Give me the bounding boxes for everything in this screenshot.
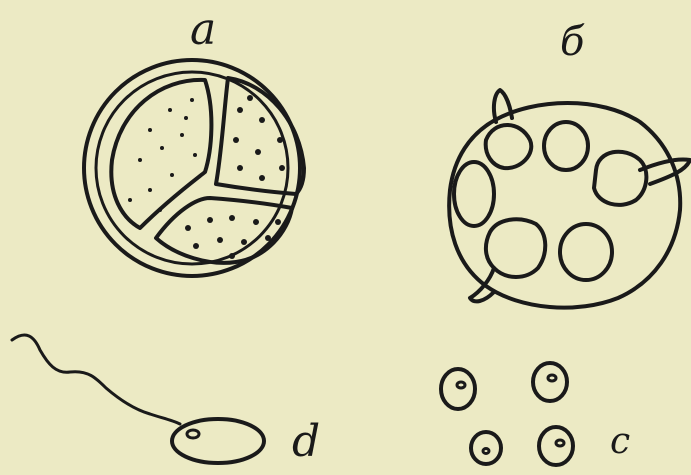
- figure-d-body: [172, 419, 264, 463]
- figure-a: [84, 60, 304, 276]
- figure-b-vacuole-6: [560, 224, 612, 280]
- figure-d: [12, 335, 264, 463]
- figure-c-spore-3-nucleus: [483, 449, 489, 454]
- label-c: c: [610, 424, 630, 460]
- figure-d-nucleus: [187, 430, 199, 438]
- figure-b-vacuole-3: [594, 152, 646, 205]
- label-b: б: [560, 22, 584, 62]
- figure-c-spore-4-nucleus: [556, 440, 564, 446]
- figure-a-outer-wall: [84, 60, 300, 276]
- figure-b-vacuole-4: [454, 162, 494, 226]
- figure-c-spore-1: [441, 369, 475, 409]
- figure-b-outer-wall: [449, 103, 680, 308]
- label-a: a: [190, 8, 216, 52]
- figure-b-vacuole-1: [486, 125, 532, 168]
- figure-b: [449, 90, 690, 308]
- figure-c-spore-2-nucleus: [548, 375, 556, 381]
- figure-b-vacuole-2: [544, 122, 588, 170]
- figure-c: [441, 363, 573, 465]
- figure-d-flagellum: [12, 335, 180, 424]
- figure-a-segment-bottom: [156, 198, 292, 263]
- figure-c-spore-1-nucleus: [457, 382, 465, 388]
- label-d: d: [292, 420, 320, 464]
